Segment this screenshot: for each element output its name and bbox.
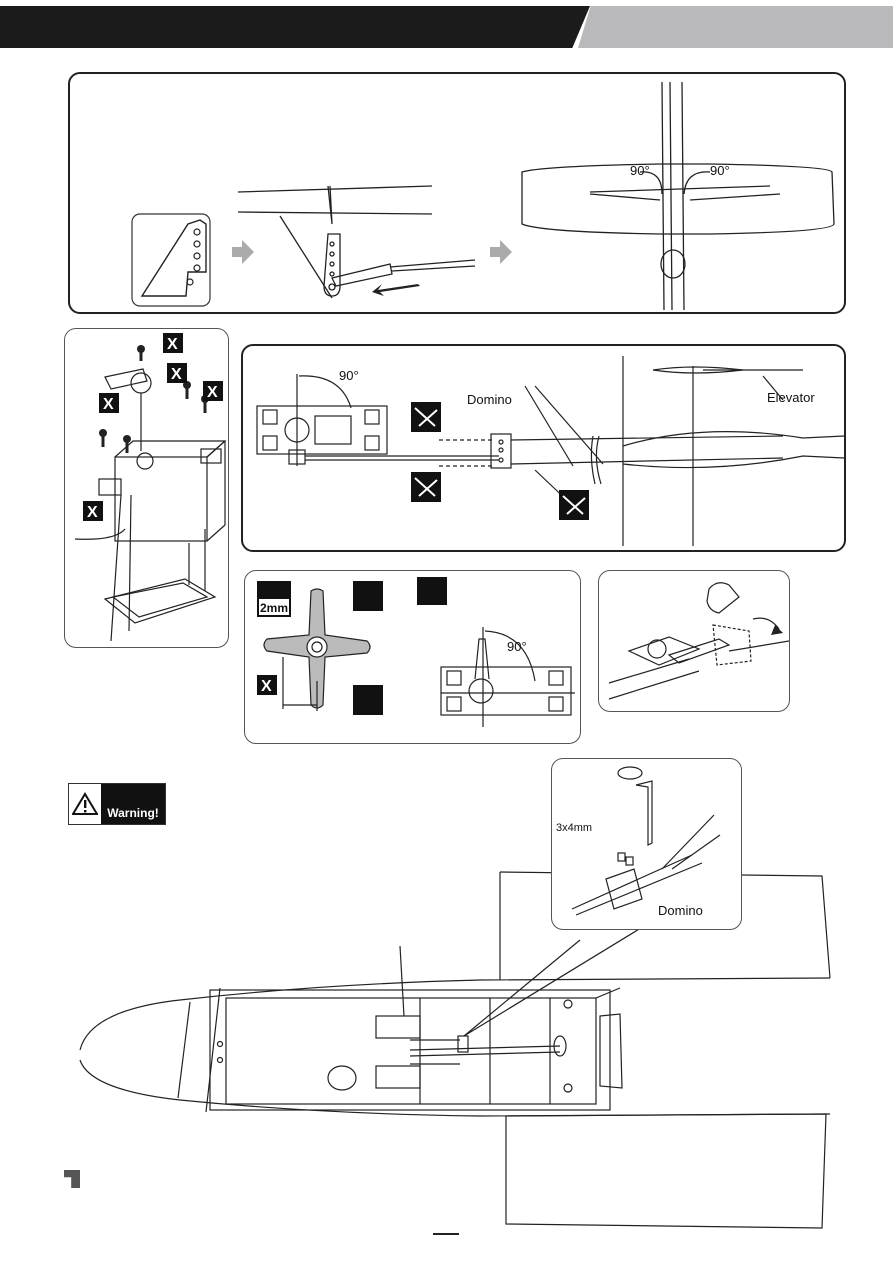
elevator-label: Elevator	[767, 390, 815, 405]
panel-servo-arm: 2mm X 90°	[244, 570, 581, 744]
forbid-mark: X	[103, 396, 114, 413]
forbid-mark: X	[261, 678, 272, 695]
warning-badge: Warning!	[68, 783, 166, 825]
fuselage-drawing	[79, 871, 831, 1229]
arrow-right-icon	[490, 240, 512, 264]
angle-label-right: 90°	[710, 163, 730, 178]
cutter-icon	[411, 402, 589, 520]
page-number-underline	[433, 1233, 459, 1235]
panel-linkage: 90° Domino Elevator	[241, 344, 846, 552]
angle-label-left: 90°	[630, 163, 650, 178]
panel-horn-install: 90° 90°	[68, 72, 846, 314]
linkage-angle-label: 90°	[339, 368, 359, 383]
warning-label: Warning!	[101, 784, 165, 824]
domino-label: Domino	[467, 392, 512, 407]
cutter-icon	[353, 581, 383, 715]
measure-label: 2mm	[260, 601, 288, 615]
arrow-curve-icon	[771, 625, 783, 635]
arrow-left-icon	[372, 284, 420, 296]
panel-clevis	[598, 570, 790, 712]
detail-domino-label: Domino	[658, 903, 703, 918]
forbidden-x-icon	[257, 675, 277, 695]
arrow-right-icon	[232, 240, 254, 264]
header-grey-band	[578, 6, 893, 48]
forbid-mark: X	[171, 366, 182, 383]
header-black-band	[0, 6, 590, 48]
forbidden-x-icon	[83, 333, 223, 521]
control-horn-drawing	[140, 219, 207, 297]
forbid-mark: X	[207, 384, 218, 401]
warning-triangle-icon	[69, 784, 101, 824]
panel-servo-install: X X X X X	[64, 328, 229, 648]
hand-pointing-icon	[417, 577, 447, 605]
allen-key-icon	[635, 780, 653, 846]
screw-size-label: 3x4mm	[556, 822, 592, 834]
panel-domino-detail: 3x4mm Domino	[551, 758, 742, 930]
arm-angle-label: 90°	[507, 639, 527, 654]
forbid-mark: X	[167, 336, 178, 353]
forbid-mark: X	[87, 504, 98, 521]
